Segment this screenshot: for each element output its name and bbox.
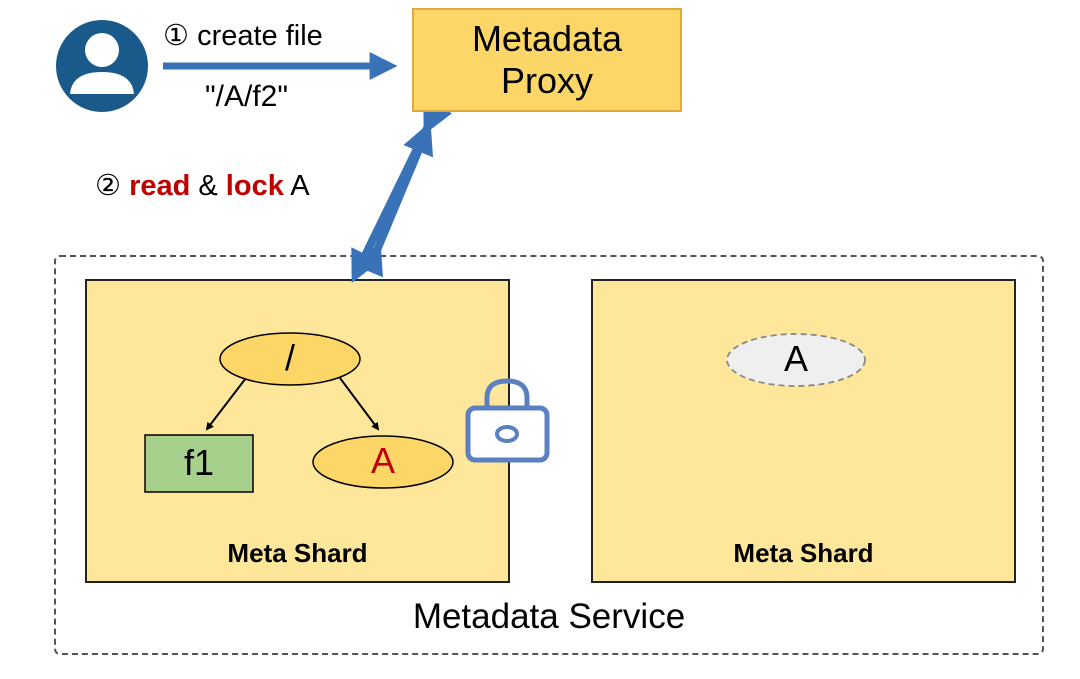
step1-text: create file <box>197 20 323 52</box>
step2-lock: lock <box>225 170 284 202</box>
step1-label: ① create file <box>163 18 323 53</box>
tree-node-f1 <box>144 434 254 493</box>
metadata-proxy-box: Metadata Proxy <box>412 8 682 112</box>
proxy-line1: Metadata <box>471 18 623 59</box>
right-node-a <box>726 333 866 387</box>
meta-shard-right-label: Meta Shard <box>733 538 874 568</box>
step2-read: read <box>129 170 191 202</box>
user-icon <box>56 20 148 112</box>
a-label: A <box>370 440 395 481</box>
metadata-service-label: Metadata Service <box>412 597 686 636</box>
read-lock-arrow-bidirectional <box>351 99 453 283</box>
edge-root-f1 <box>205 377 247 431</box>
proxy-line2: Proxy <box>500 60 594 101</box>
file-path: "/A/f2" <box>205 80 288 113</box>
step2-and: & <box>198 170 218 202</box>
right-a-label: A <box>783 338 808 379</box>
meta-shard-left <box>85 279 510 583</box>
meta-shard-right <box>591 279 1016 583</box>
edge-root-a <box>339 377 380 431</box>
step1-number: ① <box>163 20 189 52</box>
metadata-service-container <box>54 255 1044 655</box>
lock-icon <box>465 378 550 463</box>
step2-target: A <box>290 170 310 202</box>
f1-label: f1 <box>183 442 215 483</box>
step2-label: ② read & lock A <box>95 168 310 203</box>
tree-node-a <box>312 435 454 489</box>
step2-number: ② <box>95 170 121 202</box>
meta-shard-left-label: Meta Shard <box>227 538 368 568</box>
root-label: / <box>284 337 295 378</box>
tree-node-root <box>219 332 361 386</box>
